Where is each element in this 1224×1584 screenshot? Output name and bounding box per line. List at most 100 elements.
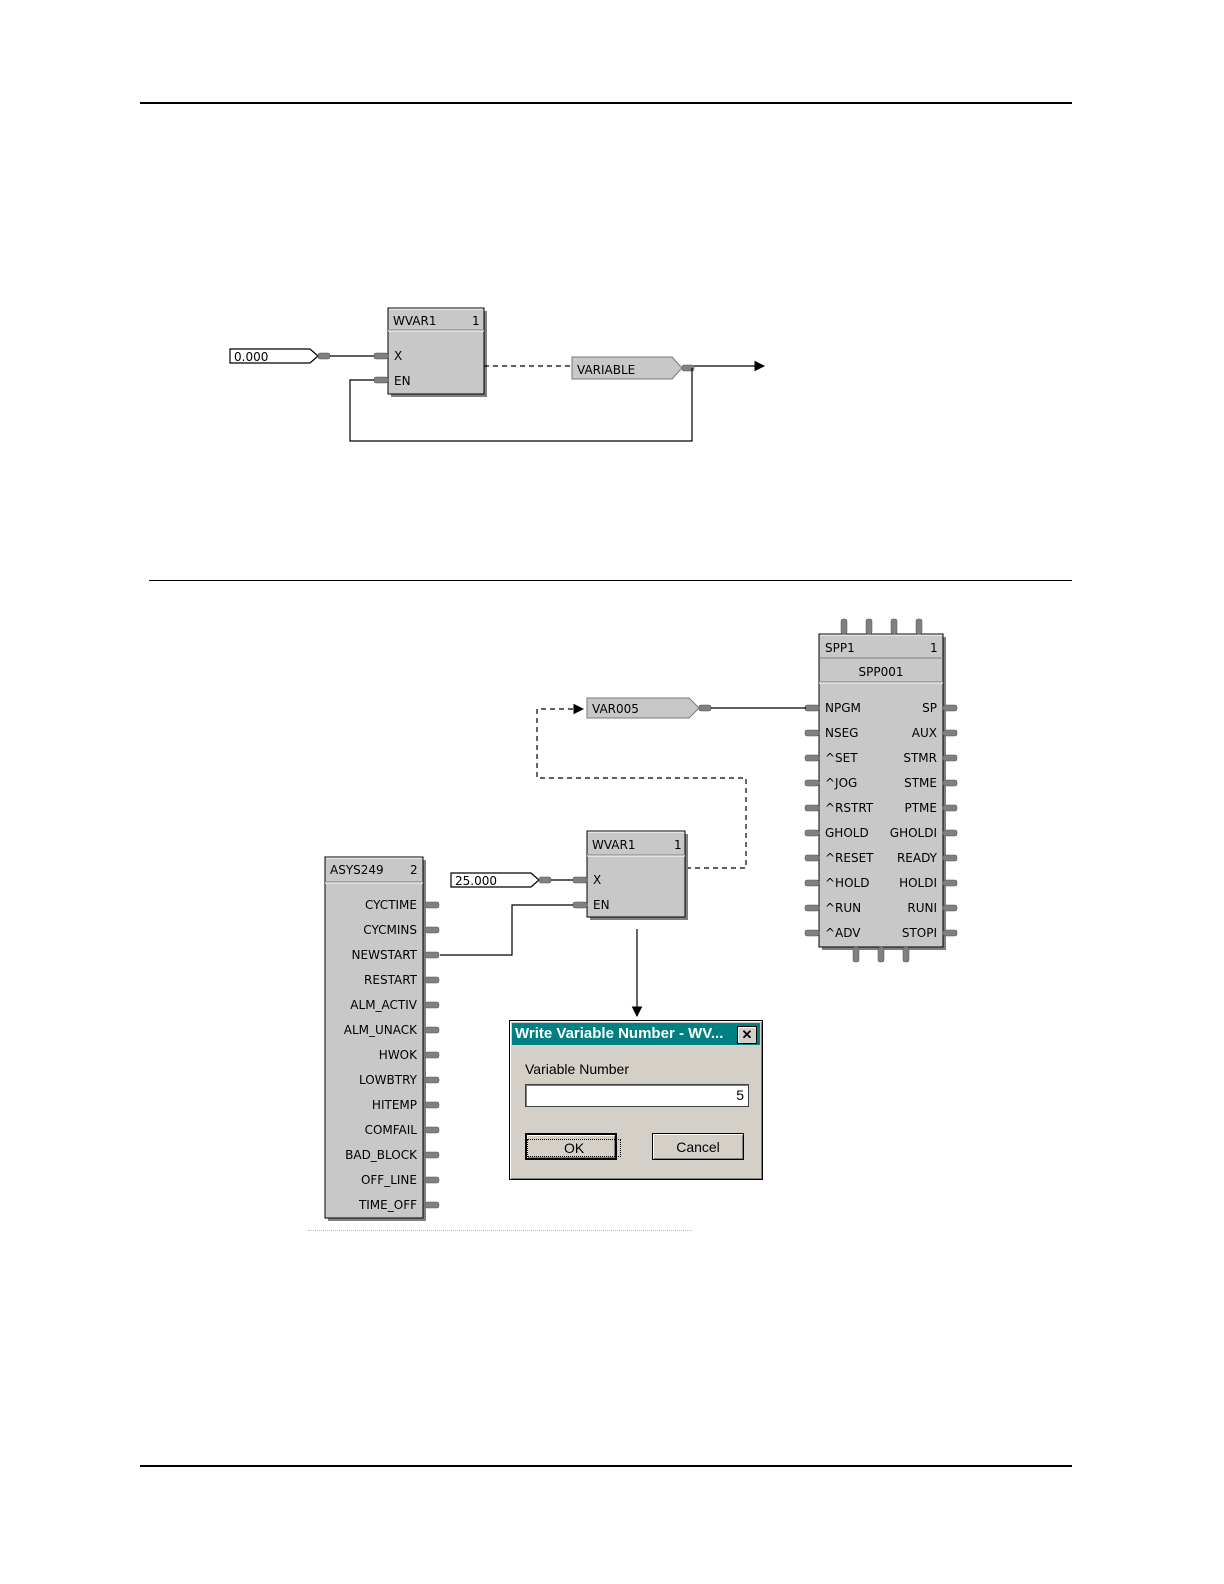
spp-input-pin[interactable] bbox=[804, 879, 820, 887]
pin-label-x: X bbox=[394, 349, 402, 363]
top-rule bbox=[140, 102, 1072, 104]
asys-output-pin[interactable] bbox=[424, 951, 440, 959]
asys-output-label: RESTART bbox=[364, 973, 418, 987]
asys-output-label: CYCMINS bbox=[363, 923, 417, 937]
variable-tag[interactable]: VARIABLE bbox=[571, 356, 683, 380]
variable-number-input[interactable]: 5 bbox=[525, 1084, 749, 1107]
spp-input-label: ^RSTRT bbox=[825, 801, 874, 815]
spp-output-pin[interactable] bbox=[942, 929, 958, 937]
spp-output-label: PTME bbox=[904, 801, 937, 815]
spp-name: SPP1 bbox=[825, 641, 855, 655]
close-icon[interactable]: ✕ bbox=[737, 1026, 757, 1044]
spp-output-label: STME bbox=[904, 776, 937, 790]
asys-output-pin[interactable] bbox=[424, 976, 440, 984]
spp-input-pin[interactable] bbox=[804, 929, 820, 937]
asys-output-pin[interactable] bbox=[424, 1201, 440, 1209]
constant-value: 0.000 bbox=[234, 350, 268, 364]
cancel-button[interactable]: Cancel bbox=[652, 1133, 744, 1160]
spp-input-label: ^RUN bbox=[825, 901, 861, 915]
variable-number-label: Variable Number bbox=[525, 1061, 630, 1077]
asys-order: 2 bbox=[410, 863, 418, 877]
spp-input-label: ^ADV bbox=[825, 926, 861, 940]
pin-x[interactable] bbox=[373, 352, 389, 360]
asys-output-pin[interactable] bbox=[424, 1151, 440, 1159]
spp-output-pin[interactable] bbox=[942, 704, 958, 712]
spp-output-label: HOLDI bbox=[899, 876, 937, 890]
asys-output-pin[interactable] bbox=[424, 1176, 440, 1184]
connector-dot bbox=[681, 364, 695, 372]
asys-output-label: LOWBTRY bbox=[359, 1073, 418, 1087]
bottom-rule bbox=[140, 1465, 1072, 1467]
spp-output-pin[interactable] bbox=[942, 904, 958, 912]
asys-name: ASYS249 bbox=[330, 863, 384, 877]
pin-label-en: EN bbox=[593, 898, 610, 912]
constant-input[interactable]: 25.000 bbox=[450, 872, 540, 888]
pin-x[interactable] bbox=[572, 876, 588, 884]
asys-output-label: ALM_UNACK bbox=[344, 1023, 418, 1037]
block-name: WVAR1 bbox=[393, 314, 437, 328]
asys-block[interactable]: ASYS249 2 CYCTIMECYCMINSNEWSTARTRESTARTA… bbox=[324, 856, 440, 1221]
asys-output-pin[interactable] bbox=[424, 1126, 440, 1134]
spp-input-pin[interactable] bbox=[804, 754, 820, 762]
asys-output-pin[interactable] bbox=[424, 901, 440, 909]
spp-input-pin[interactable] bbox=[804, 729, 820, 737]
block-order: 1 bbox=[674, 838, 682, 852]
wvar-block[interactable]: WVAR1 1 X EN bbox=[586, 830, 688, 920]
pin-en[interactable] bbox=[572, 901, 588, 909]
spp-top-pin[interactable] bbox=[890, 618, 898, 635]
spp-order: 1 bbox=[930, 641, 938, 655]
spp-output-label: GHOLDI bbox=[890, 826, 937, 840]
asys-output-pin[interactable] bbox=[424, 1051, 440, 1059]
asys-output-label: NEWSTART bbox=[352, 948, 418, 962]
asys-output-label: HITEMP bbox=[372, 1098, 417, 1112]
spp-tag: SPP001 bbox=[859, 665, 904, 679]
spp-input-label: NPGM bbox=[825, 701, 861, 715]
spp-block[interactable]: SPP1 1 SPP001 NPGMNSEG^SET^JOG^RSTRTGHOL… bbox=[804, 618, 958, 963]
asys-output-pin[interactable] bbox=[424, 926, 440, 934]
spp-top-pin[interactable] bbox=[915, 618, 923, 635]
constant-input[interactable]: 0.000 bbox=[229, 348, 319, 364]
asys-output-label: HWOK bbox=[379, 1048, 418, 1062]
spp-bottom-pin[interactable] bbox=[877, 946, 885, 963]
asys-output-pin[interactable] bbox=[424, 1026, 440, 1034]
spp-input-label: ^RESET bbox=[825, 851, 874, 865]
feedback-wire bbox=[349, 368, 693, 442]
spp-input-pin[interactable] bbox=[804, 804, 820, 812]
asys-output-label: ALM_ACTIV bbox=[350, 998, 417, 1012]
spp-input-pin[interactable] bbox=[804, 704, 820, 712]
spp-output-pin[interactable] bbox=[942, 729, 958, 737]
asys-output-pin[interactable] bbox=[424, 1076, 440, 1084]
spp-output-pin[interactable] bbox=[942, 829, 958, 837]
spp-input-pin[interactable] bbox=[804, 904, 820, 912]
spp-bottom-pin[interactable] bbox=[902, 946, 910, 963]
spp-output-pin[interactable] bbox=[942, 754, 958, 762]
spp-input-pin[interactable] bbox=[804, 779, 820, 787]
spp-output-pin[interactable] bbox=[942, 879, 958, 887]
ok-button[interactable]: OK bbox=[525, 1133, 622, 1160]
spp-input-pin[interactable] bbox=[804, 854, 820, 862]
dotted-divider bbox=[308, 1230, 692, 1231]
spp-output-label: STOPI bbox=[902, 926, 937, 940]
spp-input-pin[interactable] bbox=[804, 829, 820, 837]
spp-output-pin[interactable] bbox=[942, 854, 958, 862]
spp-top-pin[interactable] bbox=[840, 618, 848, 635]
spp-top-pin[interactable] bbox=[865, 618, 873, 635]
connector-dot bbox=[698, 704, 712, 712]
spp-bottom-pin[interactable] bbox=[852, 946, 860, 963]
spp-input-label: ^HOLD bbox=[825, 876, 869, 890]
wvar-block[interactable]: WVAR1 1 X EN bbox=[387, 307, 487, 397]
asys-output-pin[interactable] bbox=[424, 1001, 440, 1009]
dialog-title: Write Variable Number - WV... bbox=[512, 1023, 760, 1045]
pin-en[interactable] bbox=[373, 376, 389, 384]
var005-tag[interactable]: VAR005 bbox=[586, 697, 700, 719]
spp-input-label: ^SET bbox=[825, 751, 858, 765]
spp-input-label: ^JOG bbox=[825, 776, 857, 790]
diagram1: 0.000 WVAR1 1 X EN VARIABLE bbox=[229, 307, 766, 442]
pin-label-x: X bbox=[593, 873, 601, 887]
spp-output-pin[interactable] bbox=[942, 804, 958, 812]
constant-value: 25.000 bbox=[455, 874, 497, 888]
connector-dot bbox=[538, 876, 552, 884]
spp-output-pin[interactable] bbox=[942, 779, 958, 787]
diagram2: SPP1 1 SPP001 NPGMNSEG^SET^JOG^RSTRTGHOL… bbox=[324, 618, 958, 1221]
asys-output-pin[interactable] bbox=[424, 1101, 440, 1109]
